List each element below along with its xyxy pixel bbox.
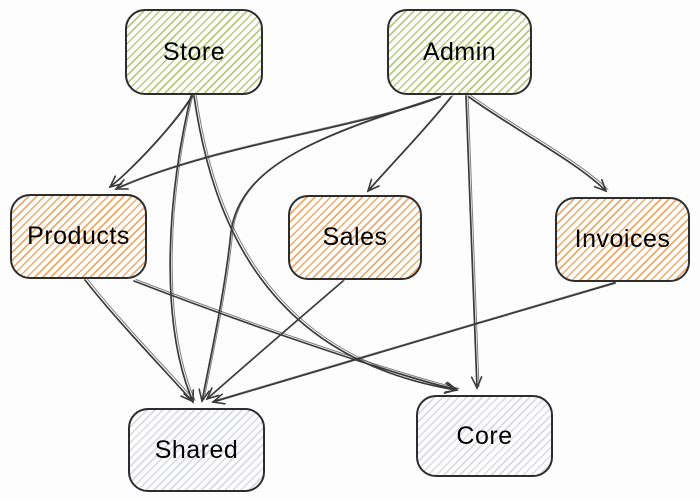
node-invoices: Invoices	[555, 197, 690, 282]
node-store: Store	[125, 9, 263, 95]
node-label-store: Store	[162, 37, 226, 66]
node-label-invoices: Invoices	[574, 225, 671, 253]
edge-sales-to-shared	[205, 279, 346, 401]
node-shared: Shared	[128, 408, 265, 492]
edge-products-to-core	[133, 279, 460, 393]
node-label-sales: Sales	[322, 223, 388, 251]
edge-admin-to-core	[465, 94, 483, 390]
edge-admin-to-products	[114, 95, 443, 190]
node-sales: Sales	[288, 195, 422, 280]
node-core: Core	[416, 395, 553, 477]
node-products: Products	[10, 194, 147, 279]
node-label-shared: Shared	[154, 435, 239, 464]
node-label-admin: Admin	[422, 37, 497, 66]
edge-store-to-products	[108, 94, 195, 189]
edge-admin-to-invoices	[468, 95, 609, 193]
node-admin: Admin	[387, 9, 532, 95]
edge-invoices-to-shared	[211, 281, 618, 405]
edge-products-to-shared	[84, 278, 195, 403]
edge-admin-to-sales	[366, 95, 454, 193]
node-label-core: Core	[456, 421, 513, 450]
edge-store-to-shared	[169, 94, 196, 404]
node-label-products: Products	[27, 222, 130, 250]
